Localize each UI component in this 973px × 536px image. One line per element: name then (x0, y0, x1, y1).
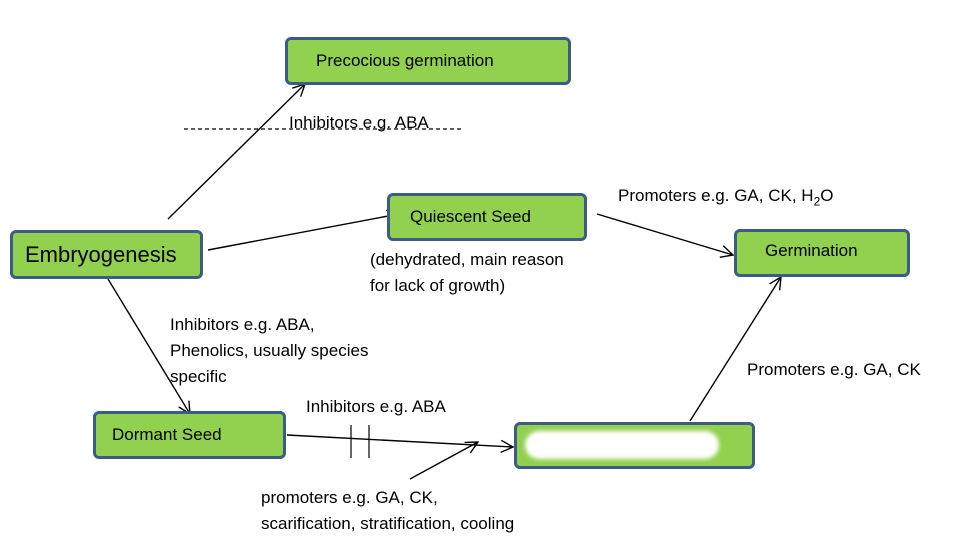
redaction-blob (525, 431, 719, 459)
edge-embryogenesis-dormant (107, 278, 190, 414)
label-promoters-h2o: Promoters e.g. GA, CK, H2O (618, 186, 834, 209)
node-germination-label: Germination (765, 241, 858, 260)
label-promoters-bottom-line2: scarification, stratification, cooling (261, 514, 515, 533)
node-dormant-label: Dormant Seed (112, 425, 222, 444)
node-precocious-germination: Precocious germination (285, 37, 571, 85)
node-quiescent-seed: Quiescent Seed (387, 193, 587, 241)
node-dormant-seed: Dormant Seed (93, 411, 286, 459)
label-dehydrated-line2: for lack of growth) (370, 276, 506, 295)
node-precocious-label: Precocious germination (316, 51, 494, 70)
label-inhibitors-phenolics-line1: Inhibitors e.g. ABA, (170, 315, 315, 334)
edge-hidden-germination (689, 277, 781, 422)
node-germination: Germination (734, 229, 910, 277)
edge-embryogenesis-precocious (167, 84, 305, 220)
node-hidden-stage (514, 422, 755, 469)
label-inhibitors-aba-mid: Inhibitors e.g. ABA (306, 397, 446, 416)
node-embryogenesis: Embryogenesis (10, 230, 203, 279)
node-quiescent-label: Quiescent Seed (410, 207, 531, 226)
label-promoters-bottom-line1: promoters e.g. GA, CK, (261, 488, 438, 507)
label-promoters-ga-ck: Promoters e.g. GA, CK (747, 360, 921, 379)
edge-quiescent-germination (596, 213, 733, 255)
edge-promoters-hidden (409, 442, 478, 480)
edge-embryogenesis-quiescent (207, 214, 399, 251)
node-embryogenesis-label: Embryogenesis (25, 241, 177, 267)
label-inhibitors-phenolics-line3: specific (170, 367, 227, 386)
label-dehydrated-line1: (dehydrated, main reason (370, 250, 564, 269)
label-inhibitors-aba-top: Inhibitors e.g. ABA (289, 113, 429, 132)
label-inhibitors-phenolics-line2: Phenolics, usually species (170, 341, 369, 360)
edge-dormant-hidden (286, 434, 513, 447)
